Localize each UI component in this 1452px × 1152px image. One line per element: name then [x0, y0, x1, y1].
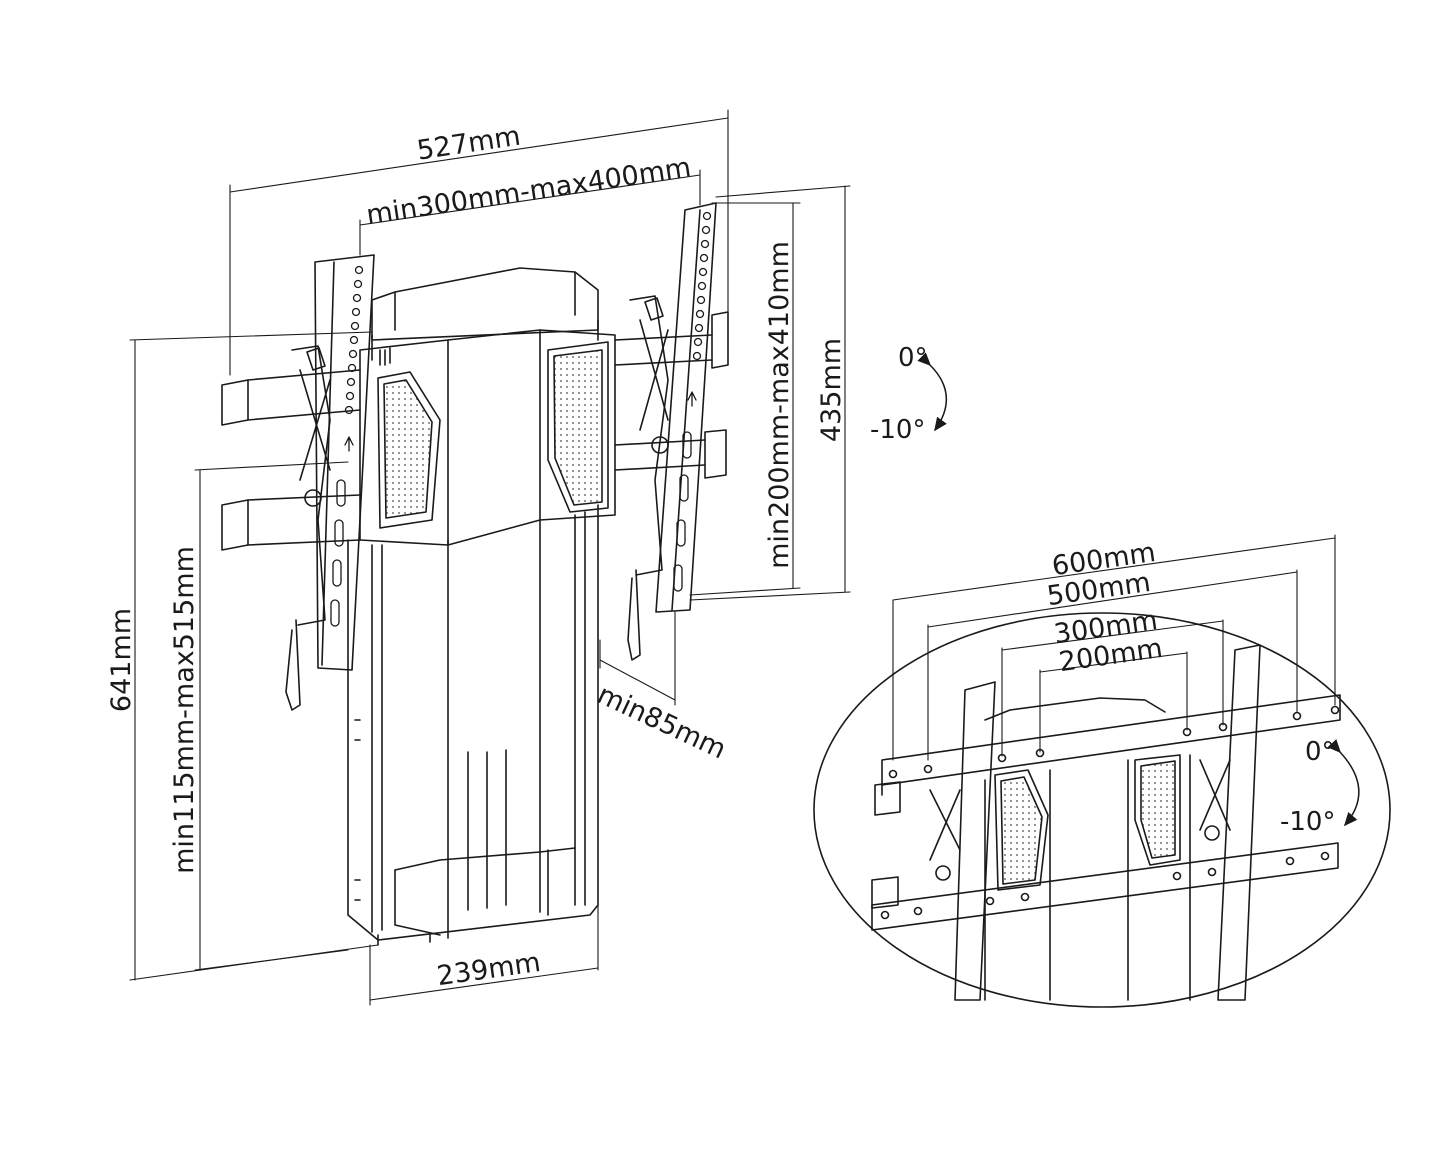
left-vesa-bracket [285, 254, 375, 711]
top-rail [874, 694, 1341, 816]
vesa-height-label: min200mm-max410mm [764, 241, 795, 569]
detail-tilt-top-label: 0° [1305, 737, 1335, 767]
main-dimension-lines [129, 109, 851, 1006]
depth-label: min85mm [593, 679, 731, 765]
bracket-height-label: 435mm [816, 338, 847, 442]
tilt-top-label: 0° [898, 343, 928, 373]
mount-arms [221, 311, 729, 551]
lift-head [359, 267, 616, 546]
right-bracket-holes [673, 211, 712, 592]
lift-range-label: min115mm-max515mm [169, 546, 200, 874]
total-height-label: 641mm [106, 608, 137, 712]
lift-column [347, 504, 599, 946]
bottom-rail [871, 842, 1339, 931]
base-width-label: 239mm [435, 947, 542, 992]
tilt-arc-detail [1327, 739, 1360, 827]
main-mount-drawing [221, 202, 729, 946]
detail-ellipse [813, 612, 1391, 1008]
left-bracket-holes [330, 265, 364, 627]
vesa-width-label: min300mm-max400mm [364, 152, 693, 231]
detail-tilt-bottom-label: -10° [1280, 807, 1335, 837]
tilt-arc-main [917, 352, 948, 432]
right-vesa-bracket [627, 202, 717, 661]
width-527-label: 527mm [415, 121, 523, 167]
tilt-bottom-label: -10° [870, 415, 925, 445]
detail-view [813, 534, 1391, 1008]
